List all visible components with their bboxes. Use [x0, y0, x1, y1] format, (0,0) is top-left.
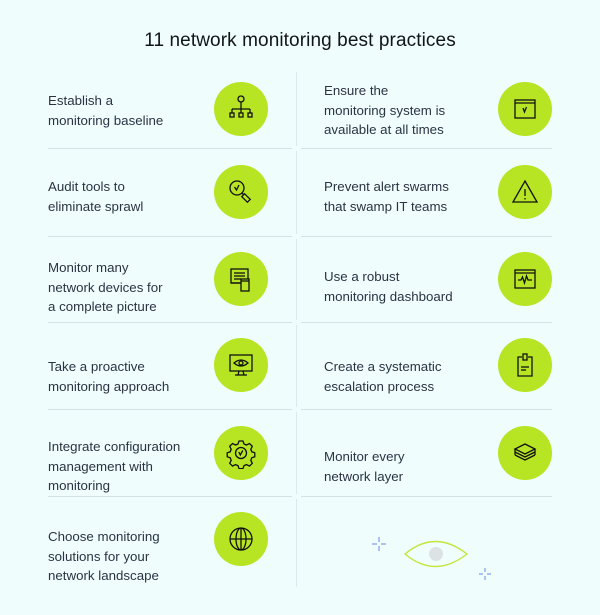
practice-label: Ensure the monitoring system is availabl…	[324, 83, 446, 137]
column-divider	[296, 412, 297, 494]
practice-label: Establish a monitoring baseline	[48, 93, 164, 128]
practice-icon-badge	[498, 426, 552, 480]
magnifier-check-icon	[229, 180, 252, 204]
practice-icon-badge	[214, 165, 268, 219]
column-divider	[296, 72, 297, 146]
practice-icon-badge	[214, 82, 268, 136]
hierarchy-icon	[229, 95, 253, 118]
practice-icon-badge	[498, 338, 552, 392]
practice-label: Integrate configuration management with …	[48, 439, 181, 493]
devices-icon	[230, 268, 250, 292]
practice-label: Choose monitoring solutions for your net…	[48, 529, 160, 583]
page-title: 11 network monitoring best practices	[144, 30, 456, 51]
practice-icon-badge	[498, 252, 552, 306]
layers-icon	[513, 443, 537, 461]
practice-icon-badge	[214, 426, 268, 480]
globe-icon	[229, 527, 253, 551]
practice-icon-badge	[214, 512, 268, 566]
warning-icon	[511, 179, 539, 203]
practice-icon-badge	[214, 252, 268, 306]
row-divider	[48, 236, 292, 237]
practice-icon-badge	[214, 338, 268, 392]
practice-label: Create a systematic escalation process	[324, 359, 442, 394]
practice-icon-badge	[498, 82, 552, 136]
monitor-eye-icon	[229, 354, 253, 376]
dashboard-pulse-icon	[514, 269, 536, 289]
row-divider	[48, 148, 292, 149]
practice-label: Use a robust monitoring dashboard	[324, 269, 453, 304]
row-divider	[301, 496, 552, 497]
column-divider	[296, 151, 297, 234]
row-divider	[301, 322, 552, 323]
window-check-icon	[514, 99, 536, 119]
gear-check-icon	[226, 440, 256, 469]
practice-icon-badge	[498, 165, 552, 219]
column-divider	[296, 325, 297, 407]
practice-label: Audit tools to eliminate sprawl	[48, 179, 144, 214]
row-divider	[48, 322, 292, 323]
practice-label: Monitor every network layer	[324, 449, 405, 484]
eye-illustration-icon	[372, 537, 491, 580]
practice-label: Take a proactive monitoring approach	[48, 359, 170, 394]
row-divider	[301, 148, 552, 149]
row-divider	[48, 496, 292, 497]
practice-label: Prevent alert swarms that swamp IT teams	[324, 179, 449, 214]
practice-label: Monitor many network devices for a compl…	[48, 260, 163, 314]
row-divider	[301, 236, 552, 237]
row-divider	[301, 409, 552, 410]
row-divider	[48, 409, 292, 410]
column-divider	[296, 499, 297, 587]
clipboard-icon	[517, 353, 533, 377]
column-divider	[296, 239, 297, 320]
